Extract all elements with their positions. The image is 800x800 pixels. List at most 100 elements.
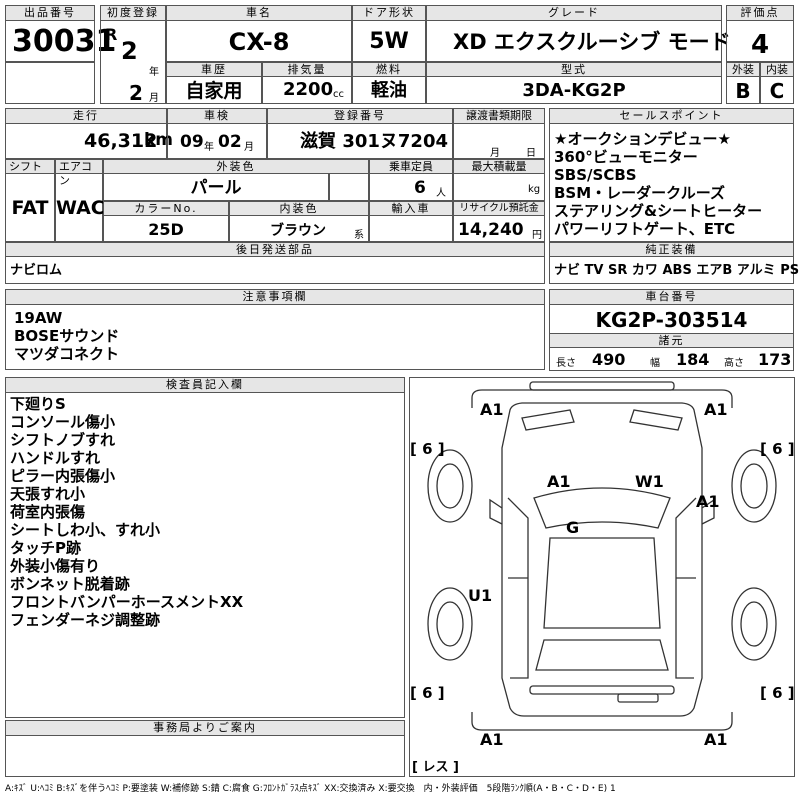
chassis-label: 車台番号 (549, 289, 794, 305)
fuel: 軽油 (371, 80, 407, 101)
recycle-label: リサイクル預託金 (453, 201, 545, 216)
fuel-box: 軽油 (352, 76, 426, 104)
insp-month: 02 (218, 132, 242, 152)
int-color: ブラウン (270, 223, 326, 239)
mileage-unit: km (144, 130, 174, 150)
deadline-month: 月 (490, 148, 500, 159)
width-label: 幅 (650, 358, 660, 369)
int-color-label: 内装色 (229, 201, 369, 216)
mark-rear-right: A1 (704, 730, 728, 749)
chassis-box: KG2P-303514 (549, 304, 794, 334)
insp-month-unit: 月 (244, 142, 254, 153)
car-diagram (427, 381, 777, 731)
inspection-label: 車検 (167, 108, 267, 124)
equipment-item: アルミ (736, 263, 776, 278)
ext-box: B (726, 76, 760, 104)
sales-label: セールスポイント (549, 108, 794, 124)
sales-item: BSM・レーダークルーズ (554, 184, 725, 202)
headlight-left (521, 409, 575, 431)
shift-box: FAT (5, 173, 55, 242)
lot-label: 出品番号 (5, 5, 95, 21)
doors-label: ドア形状 (352, 5, 426, 21)
deadline-day: 日 (526, 148, 536, 159)
insp-year-unit: 年 (204, 142, 214, 153)
wheel-front-left-inner (436, 463, 464, 509)
left-side-outline (507, 497, 529, 679)
tire-rear-left: [ 6 ] (410, 684, 445, 702)
lot-spare-box (5, 62, 95, 104)
car-name-label: 車名 (166, 5, 352, 21)
mark-front-left: A1 (480, 400, 504, 419)
reg-year: 2 (121, 37, 138, 65)
displacement: 2200 (283, 79, 334, 100)
later-parts: ナビロム (10, 263, 63, 278)
reg-year-unit: 年 (149, 67, 159, 78)
dims-box: 長さ 490 幅 184 高さ 173 (549, 347, 794, 371)
int-label: 内装 (760, 62, 794, 77)
office-label: 事務局よりご案内 (5, 720, 405, 736)
grade: XD エクスクルーシブ モード (453, 30, 731, 54)
color-extra-box (329, 173, 369, 201)
inspector-item: コンソール傷小 (10, 413, 116, 431)
sales-item: 360°ビューモニター (554, 148, 698, 166)
sales-item: ★オークションデビュー★ (554, 130, 731, 148)
load-label: 最大積載量 (453, 159, 545, 174)
sales-item: SBS/SCBS (554, 166, 637, 184)
equipment-list: ナビ TV SR カワ ABS エアB アルミ PS PW (549, 256, 799, 284)
plate-box: 滋賀 301ヌ7204 (267, 123, 453, 159)
inspector-item: タッチP跡 (10, 539, 81, 557)
inspector-label: 検査員記入欄 (5, 377, 405, 393)
model-box: 3DA-KG2P (426, 76, 722, 104)
import-box (369, 215, 453, 242)
mirror-right (701, 498, 715, 525)
history-box: 自家用 (166, 76, 262, 104)
grade-label: グレード (426, 5, 722, 21)
score-label: 評価点 (726, 5, 794, 21)
color-no: 25D (148, 220, 184, 239)
color-label: 外装色 (103, 159, 369, 174)
aircon-box: WAC (55, 173, 105, 242)
equipment-item: ABS (662, 263, 692, 278)
inspector-item: シフトノブすれ (10, 431, 116, 449)
reg-month: 2 (129, 81, 143, 105)
tire-rear-right: [ 6 ] (760, 684, 795, 702)
sales-item: ステアリング&シートヒーター (554, 202, 763, 220)
recycle-unit: 円 (532, 230, 542, 241)
note-item: マツダコネクト (14, 345, 120, 363)
right-side-outline (675, 497, 697, 679)
load-unit: kg (528, 184, 541, 195)
color: パール (190, 178, 242, 198)
mark-rear-left: A1 (480, 730, 504, 749)
sales-item: パワーリフトゲート、ETC (554, 220, 736, 238)
capacity: 6 (414, 178, 426, 198)
equipment-item: SR (608, 263, 628, 278)
notes-label: 注意事項欄 (5, 289, 545, 305)
era: R (105, 25, 118, 44)
wheel-front-right (731, 449, 777, 523)
aircon-label: エアコン (55, 159, 103, 187)
mark-front-right: A1 (704, 400, 728, 419)
car-name: CX-8 (228, 28, 290, 56)
int-color-unit: 系 (354, 230, 364, 241)
inspector-item: 荷室内張傷 (10, 503, 86, 521)
inspector-item: ピラー内張傷小 (10, 467, 116, 485)
mirror-left (489, 498, 503, 525)
doors-box: 5W (352, 20, 426, 62)
inspector-list: 下廻りS コンソール傷小 シフトノブすれ ハンドルすれ ピラー内張傷小 天張すれ… (5, 392, 405, 718)
ext-label: 外装 (726, 62, 760, 77)
spare-tire: [ レス ] (412, 760, 459, 775)
dims-label: 諸元 (549, 333, 794, 348)
doors: 5W (369, 29, 409, 54)
inspector-item: 外装小傷有り (10, 557, 101, 575)
aircon: WAC (56, 197, 105, 219)
inspector-item: フェンダーネジ調整跡 (10, 611, 161, 629)
deadline-label: 譲渡書類期限 (453, 108, 545, 124)
later-parts-label: 後日発送部品 (5, 242, 545, 257)
inspector-item: シートしわ小、すれ小 (10, 521, 161, 539)
lot-box: 30031 (5, 20, 116, 62)
length-label: 長さ (556, 358, 576, 369)
mark-roof: G (566, 518, 580, 537)
import-label: 輸入車 (369, 201, 453, 216)
front-bumper-outline (471, 389, 733, 408)
equipment-item: エアB (696, 263, 733, 278)
